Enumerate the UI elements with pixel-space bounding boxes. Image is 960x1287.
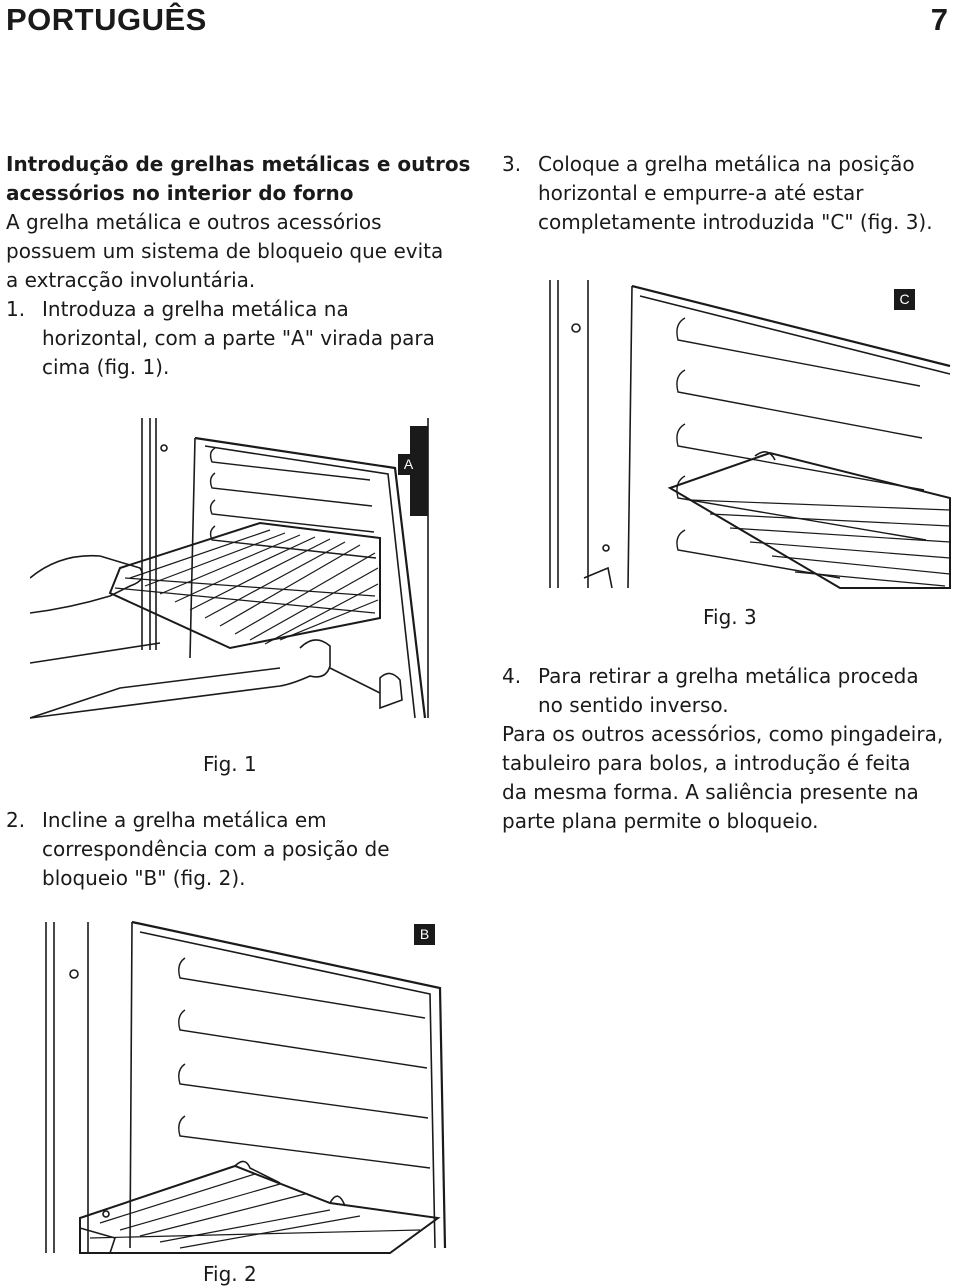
step-1-line-1: Introduza a grelha metálica na — [42, 297, 349, 321]
step-3: 3. Coloque a grelha metálica na posição … — [502, 150, 952, 237]
step-4-section: 4. Para retirar a grelha metálica proced… — [502, 662, 958, 836]
figure-1-caption: Fig. 1 — [203, 752, 257, 776]
closing-line-1: Para os outros acessórios, como pingadei… — [502, 722, 944, 746]
figure-1-illustration — [30, 418, 440, 720]
intro-body-line-1: A grelha metálica e outros acessórios — [6, 210, 382, 234]
step-4-line-2: no sentido inverso. — [538, 693, 729, 717]
callout-c: C — [894, 289, 915, 310]
step-1-line-2: horizontal, com a parte "A" virada para — [42, 326, 435, 350]
step-1: 1. Introduza a grelha metálica na horizo… — [6, 295, 476, 382]
closing-line-4: parte plana permite o bloqueio. — [502, 809, 819, 833]
figure-3-caption: Fig. 3 — [703, 605, 757, 629]
step-2-number: 2. — [6, 808, 26, 832]
step-2-line-2: correspondência com a posição de — [42, 837, 390, 861]
figure-2-caption: Fig. 2 — [203, 1262, 257, 1286]
intro-section: Introdução de grelhas metálicas e outros… — [6, 150, 476, 382]
section-title-line-1: Introdução de grelhas metálicas e outros — [6, 152, 471, 176]
section-title-line-2: acessórios no interior do forno — [6, 181, 354, 205]
intro-body-line-2: possuem um sistema de bloqueio que evita — [6, 239, 444, 263]
step-3-line-3: completamente introduzida "C" (fig. 3). — [538, 210, 933, 234]
step-4: 4. Para retirar a grelha metálica proced… — [502, 662, 958, 720]
step-2: 2. Incline a grelha metálica em correspo… — [6, 806, 476, 893]
page-number: 7 — [930, 2, 948, 37]
step-1-number: 1. — [6, 297, 26, 321]
step-2-line-1: Incline a grelha metálica em — [42, 808, 327, 832]
step-3-line-2: horizontal e empurre-a até estar — [538, 181, 864, 205]
step-3-number: 3. — [502, 152, 522, 176]
step-4-line-1: Para retirar a grelha metálica proceda — [538, 664, 919, 688]
callout-a: A — [398, 454, 419, 475]
closing-line-2: tabuleiro para bolos, a introdução é fei… — [502, 751, 911, 775]
step-2-line-3: bloqueio "B" (fig. 2). — [42, 866, 246, 890]
language-heading: PORTUGUÊS — [6, 2, 207, 37]
figure-3-illustration — [540, 278, 960, 590]
intro-body-line-3: a extracção involuntária. — [6, 268, 256, 292]
step-1-line-3: cima (fig. 1). — [42, 355, 170, 379]
step-4-number: 4. — [502, 664, 522, 688]
callout-b: B — [414, 924, 435, 945]
figure-2-illustration — [40, 918, 450, 1258]
closing-line-3: da mesma forma. A saliência presente na — [502, 780, 919, 804]
step-3-line-1: Coloque a grelha metálica na posição — [538, 152, 915, 176]
